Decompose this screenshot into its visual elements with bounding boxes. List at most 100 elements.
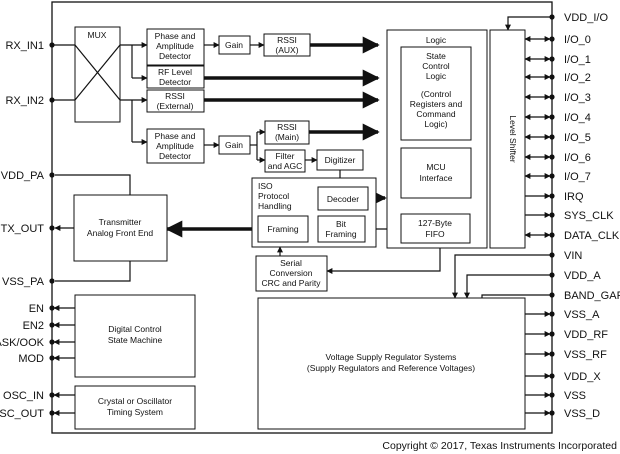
serial-conversion-block: Serial Conversion CRC and Parity xyxy=(255,255,328,292)
svg-text:Phase and: Phase and xyxy=(155,31,196,41)
svg-text:Crystal or Oscillator: Crystal or Oscillator xyxy=(98,396,172,406)
pin-io-0: I/O_0 xyxy=(564,34,591,46)
svg-text:Gain: Gain xyxy=(225,140,243,150)
state-control-logic-block: State Control Logic (Control Registers a… xyxy=(400,46,472,141)
mux-label: MUX xyxy=(88,30,107,40)
svg-text:Detector: Detector xyxy=(159,77,191,87)
phase-amplitude-detector-1: Phase and Amplitude Detector xyxy=(146,28,205,66)
pin-io-7: I/O_7 xyxy=(564,171,591,183)
svg-text:RF Level: RF Level xyxy=(158,67,192,77)
svg-text:Logic): Logic) xyxy=(424,119,447,129)
pin-dots xyxy=(49,14,555,416)
svg-text:127-Byte: 127-Byte xyxy=(418,218,452,228)
pin-vss-pa: VSS_PA xyxy=(2,276,45,288)
svg-text:Gain: Gain xyxy=(225,40,243,50)
svg-text:Framing: Framing xyxy=(267,224,298,234)
svg-text:Voltage Supply Regulator Syste: Voltage Supply Regulator Systems xyxy=(326,352,457,362)
level-shifter-label: Level Shifter xyxy=(508,115,518,162)
svg-text:Digitizer: Digitizer xyxy=(325,155,356,165)
pin-vdd-io: VDD_I/O xyxy=(564,12,608,24)
phase-amplitude-detector-2: Phase and Amplitude Detector xyxy=(146,128,205,164)
svg-text:CRC and Parity: CRC and Parity xyxy=(261,278,321,288)
pin-ask-ook: ASK/OOK xyxy=(0,337,45,349)
svg-text:(Main): (Main) xyxy=(275,132,299,142)
svg-text:Amplitude: Amplitude xyxy=(156,41,194,51)
digitizer-block: Digitizer xyxy=(316,149,364,171)
pin-rx-in2: RX_IN2 xyxy=(5,95,44,107)
rssi-aux-block: RSSI (AUX) xyxy=(263,33,311,57)
svg-text:Interface: Interface xyxy=(419,173,452,183)
svg-text:RSSI: RSSI xyxy=(277,122,297,132)
rssi-main-block: RSSI (Main) xyxy=(264,120,310,145)
svg-text:(Supply Regulators and Referen: (Supply Regulators and Reference Voltage… xyxy=(307,363,475,373)
svg-text:and AGC: and AGC xyxy=(268,161,303,171)
svg-text:Phase and: Phase and xyxy=(155,131,196,141)
pin-vss-d: VSS_D xyxy=(564,408,600,420)
logic-title: Logic xyxy=(426,35,447,45)
bit-framing-block: Bit Framing xyxy=(317,215,366,243)
svg-text:Detector: Detector xyxy=(159,51,191,61)
svg-text:Amplitude: Amplitude xyxy=(156,141,194,151)
pin-vss-a: VSS_A xyxy=(564,309,600,321)
pin-vdd-rf: VDD_RF xyxy=(564,329,608,341)
svg-text:Detector: Detector xyxy=(159,151,191,161)
right-pins: VDD_I/O I/O_0 I/O_1 I/O_2 I/O_3 I/O_4 I/… xyxy=(564,12,620,420)
gain-block-1: Gain xyxy=(218,35,251,55)
level-shifter-block: Level Shifter xyxy=(489,29,526,249)
pin-osc-out: OSC_OUT xyxy=(0,408,44,420)
pin-io-2: I/O_2 xyxy=(564,72,591,84)
svg-text:Handling: Handling xyxy=(258,201,292,211)
copyright-notice: Copyright © 2017, Texas Instruments Inco… xyxy=(382,440,617,452)
svg-text:(AUX): (AUX) xyxy=(275,45,298,55)
svg-text:RSSI: RSSI xyxy=(277,35,297,45)
svg-text:Registers and: Registers and xyxy=(410,99,463,109)
pin-irq: IRQ xyxy=(564,191,584,203)
svg-text:State Machine: State Machine xyxy=(108,335,163,345)
filter-agc-block: Filter and AGC xyxy=(264,149,306,173)
pin-en2: EN2 xyxy=(23,320,44,332)
svg-text:MCU: MCU xyxy=(426,162,445,172)
svg-text:FIFO: FIFO xyxy=(425,229,445,239)
pin-rx-in1: RX_IN1 xyxy=(5,40,44,52)
mux-block: MUX xyxy=(74,26,121,123)
svg-text:(External): (External) xyxy=(157,101,194,111)
pin-vdd-pa: VDD_PA xyxy=(1,170,45,182)
svg-text:(Control: (Control xyxy=(421,89,451,99)
rssi-external-block: RSSI (External) xyxy=(146,89,205,113)
svg-text:State: State xyxy=(426,51,446,61)
svg-text:Framing: Framing xyxy=(325,229,356,239)
svg-text:Control: Control xyxy=(422,61,450,71)
pin-mod: MOD xyxy=(18,353,44,365)
svg-text:Transmitter: Transmitter xyxy=(99,217,142,227)
voltage-regulator-block: Voltage Supply Regulator Systems (Supply… xyxy=(257,297,526,430)
svg-text:Timing System: Timing System xyxy=(107,407,163,417)
svg-text:Conversion: Conversion xyxy=(270,268,313,278)
framing-block: Framing xyxy=(257,215,309,243)
transmitter-afe-block: Transmitter Analog Front End xyxy=(73,194,168,262)
pin-vdd-x: VDD_X xyxy=(564,371,601,383)
pin-osc-in: OSC_IN xyxy=(3,390,44,402)
svg-text:Logic: Logic xyxy=(426,71,447,81)
pin-io-6: I/O_6 xyxy=(564,152,591,164)
svg-text:Bit: Bit xyxy=(336,219,347,229)
digital-control-state-machine-block: Digital Control State Machine xyxy=(74,294,196,378)
pin-vdd-a: VDD_A xyxy=(564,270,601,282)
pin-tx-out: TX_OUT xyxy=(1,223,45,235)
pin-vss: VSS xyxy=(564,390,586,402)
pin-band-gap: BAND_GAP xyxy=(564,290,620,302)
pin-vin: VIN xyxy=(564,250,582,262)
pin-io-4: I/O_4 xyxy=(564,112,591,124)
decoder-block: Decoder xyxy=(317,186,369,211)
mcu-interface-block: MCU Interface xyxy=(400,147,472,199)
svg-text:Digital Control: Digital Control xyxy=(108,324,161,334)
svg-text:Analog Front End: Analog Front End xyxy=(87,228,153,238)
pin-data-clk: DATA_CLK xyxy=(564,230,620,242)
pin-vss-rf: VSS_RF xyxy=(564,349,607,361)
rf-level-detector: RF Level Detector xyxy=(146,65,205,89)
wires xyxy=(52,16,551,416)
left-pins: RX_IN1 RX_IN2 VDD_PA TX_OUT VSS_PA EN EN… xyxy=(0,40,45,420)
pin-io-3: I/O_3 xyxy=(564,92,591,104)
svg-text:Serial: Serial xyxy=(280,258,302,268)
pin-sys-clk: SYS_CLK xyxy=(564,210,614,222)
